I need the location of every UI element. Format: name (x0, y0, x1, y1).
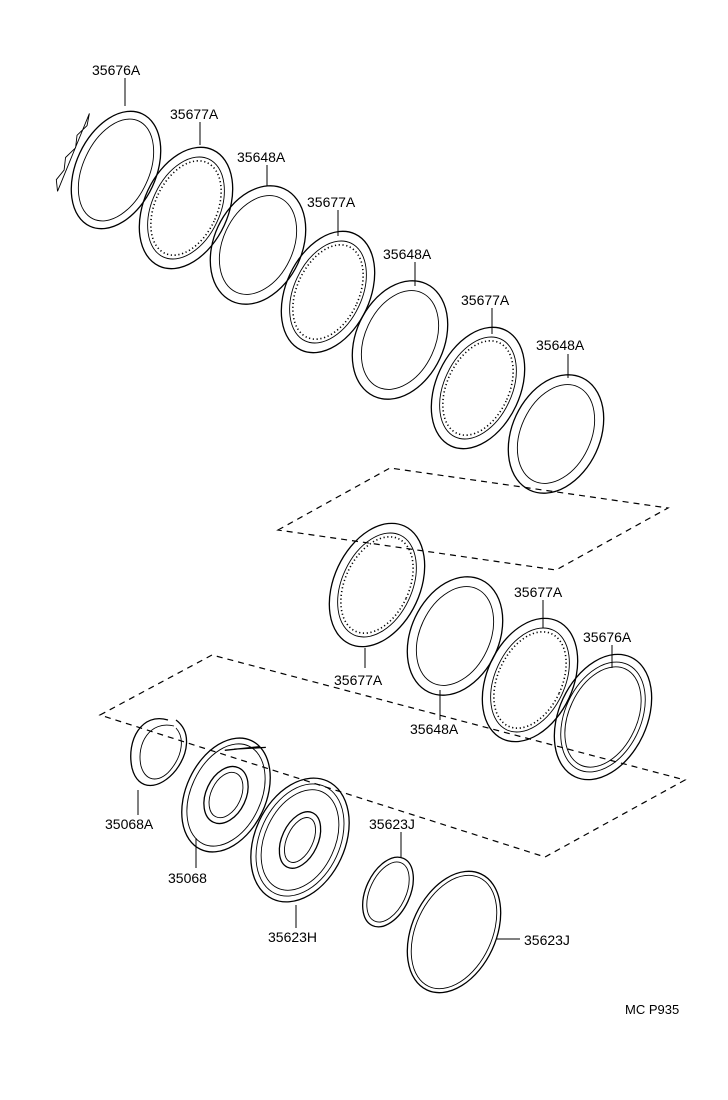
leader-lines (124, 78, 613, 940)
part-labels: 35676A 35677A 35648A 35677A 35648A 35677… (92, 62, 632, 948)
label-p5: 35648A (383, 246, 432, 262)
label-p7: 35648A (536, 337, 585, 353)
part-35677A-2[interactable] (263, 216, 393, 368)
label-p9: 35648A (410, 721, 459, 737)
part-35648A-1[interactable] (192, 170, 324, 320)
label-p3: 35648A (237, 149, 286, 165)
part-35677A-1[interactable] (121, 132, 251, 284)
part-35648A-4[interactable] (389, 561, 521, 711)
group-outline-upper (276, 467, 670, 571)
part-35623J-small-o-ring[interactable] (352, 849, 423, 935)
part-35648A-2[interactable] (334, 265, 466, 415)
label-p15: 35623J (369, 816, 415, 832)
label-p10: 35677A (514, 584, 563, 600)
part-35677A-4[interactable] (311, 508, 444, 662)
part-35677A-5[interactable] (464, 603, 597, 757)
part-35623J-large-o-ring[interactable] (389, 856, 519, 1008)
label-p2: 35677A (170, 106, 219, 122)
part-35068-piston[interactable] (164, 724, 287, 867)
label-p13: 35068 (168, 870, 207, 886)
label-p11: 35676A (583, 629, 632, 645)
label-p16: 35623J (524, 932, 570, 948)
label-p12: 35068A (105, 816, 154, 832)
part-35676A-upper[interactable] (44, 92, 179, 243)
part-35648A-3[interactable] (490, 359, 622, 509)
part-35623H-housing[interactable] (232, 762, 369, 918)
label-p14: 35623H (268, 929, 317, 945)
group-outline-lower (98, 654, 687, 858)
label-p4: 35677A (307, 194, 356, 210)
diagram-code: MC P935 (625, 1002, 679, 1017)
part-35677A-3[interactable] (413, 312, 543, 464)
part-35676A-lower[interactable] (535, 639, 671, 796)
label-p6: 35677A (461, 292, 510, 308)
label-p8: 35677A (334, 672, 383, 688)
part-35068A-snap-ring[interactable] (130, 717, 188, 786)
label-p1: 35676A (92, 62, 141, 78)
